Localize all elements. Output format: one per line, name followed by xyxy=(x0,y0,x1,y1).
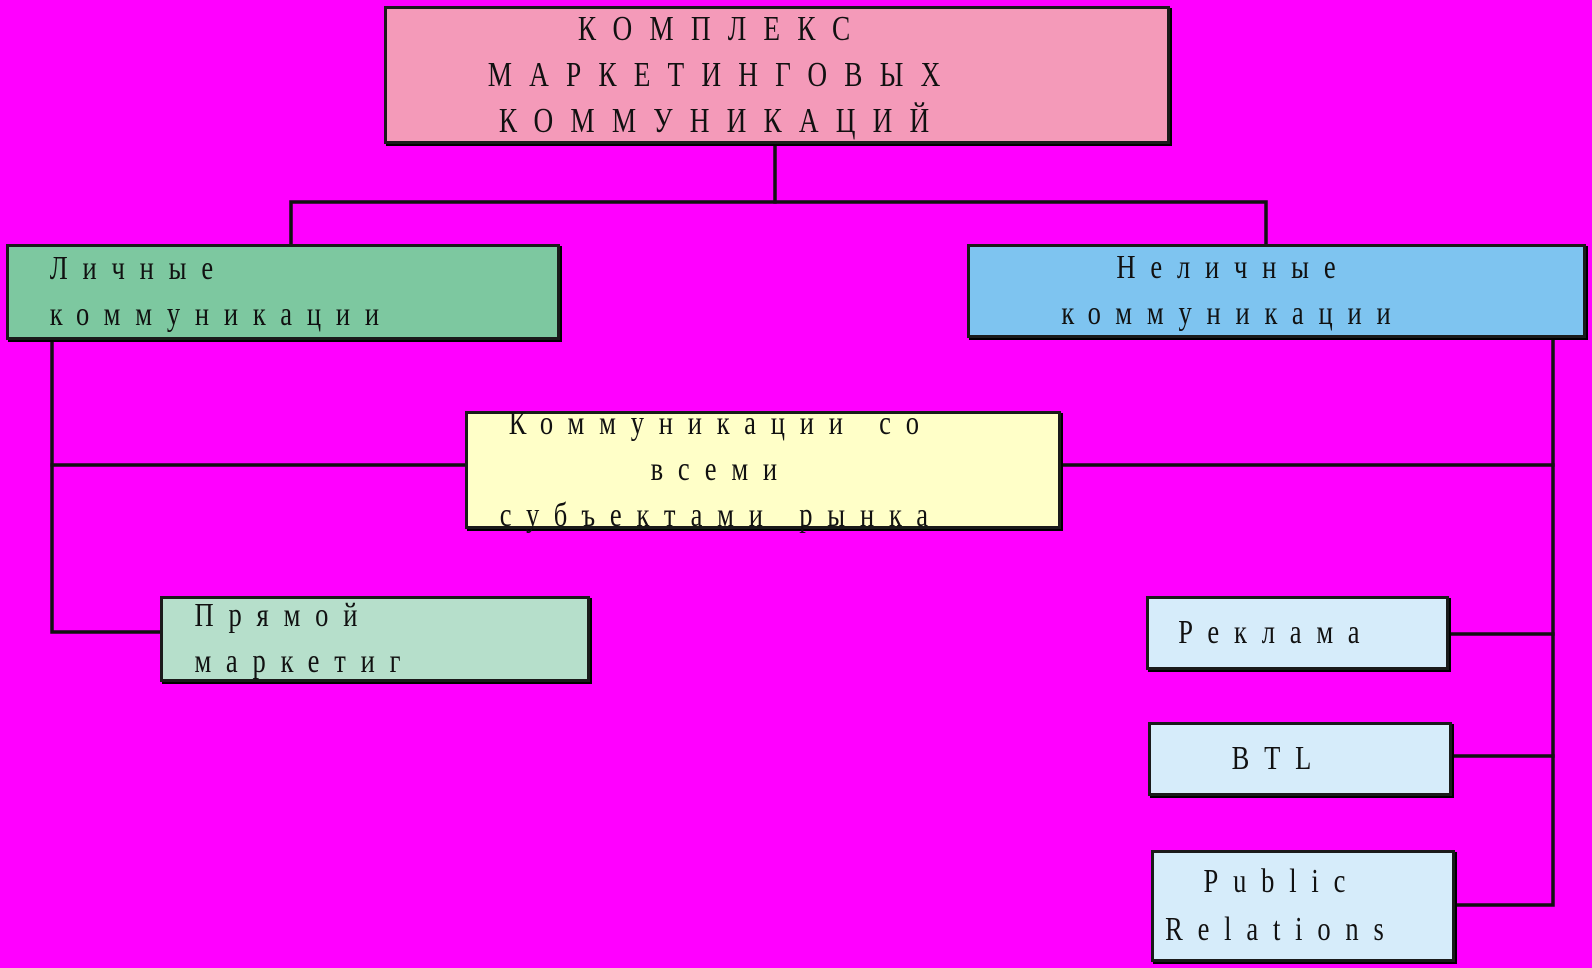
connector-nonpersonal-trunk xyxy=(1453,336,1555,907)
btl-box: BTL xyxy=(1148,722,1452,796)
nonpersonal-communications-box: Неличные коммуникации xyxy=(967,244,1586,338)
direct-marketing-box: Прямой маркетиг xyxy=(160,596,590,682)
public-relations-label: Public Relations xyxy=(1165,863,1399,948)
title-text: КОМПЛЕКС МАРКЕТИНГОВЫХ КОММУНИКАЦИЙ xyxy=(487,9,958,140)
public-relations-box: Public Relations xyxy=(1151,850,1455,962)
connector-personal-trunk xyxy=(50,338,162,634)
personal-communications-box: Личные коммуникации xyxy=(6,244,560,340)
connector-title-branch xyxy=(289,200,1268,246)
all-subjects-communications-box: Коммуникации со всеми субъектами рынка xyxy=(465,405,1061,534)
direct-marketing-label: Прямой маркетиг xyxy=(194,597,416,680)
advertising-box: Реклама xyxy=(1146,596,1449,670)
all-subjects-communications-label: Коммуникации со всеми субъектами рынка xyxy=(500,405,944,534)
advertising-label: Реклама xyxy=(1178,614,1375,651)
title-box: КОМПЛЕКС МАРКЕТИНГОВЫХ КОММУНИКАЦИЙ xyxy=(384,6,1170,144)
personal-communications-label: Личные коммуникации xyxy=(49,250,394,333)
btl-label: BTL xyxy=(1231,740,1327,777)
nonpersonal-communications-label: Неличные коммуникации xyxy=(1061,249,1406,332)
